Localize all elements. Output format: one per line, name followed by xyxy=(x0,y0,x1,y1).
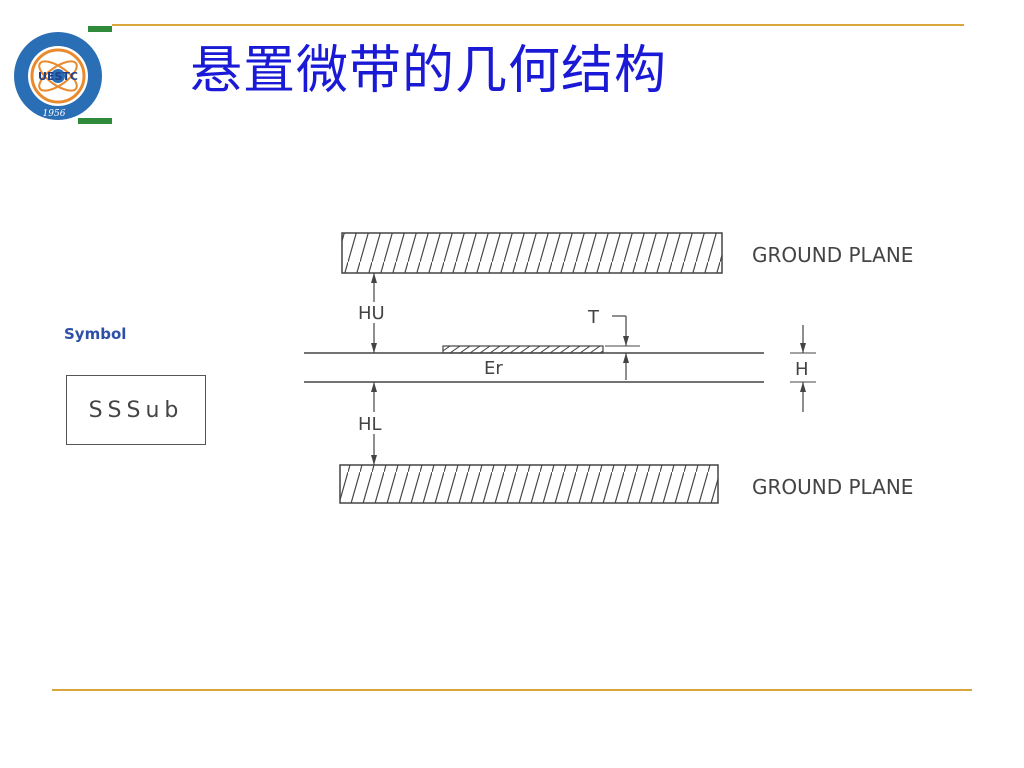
university-logo: UESTC 1956 xyxy=(10,26,112,124)
top-divider xyxy=(112,24,964,26)
suspended-microstrip-diagram: GROUND PLANE GROUND PLANE Er HU xyxy=(300,220,960,520)
top-ground-plane xyxy=(341,232,723,274)
symbol-heading: Symbol xyxy=(64,325,127,343)
hl-dimension xyxy=(371,382,377,465)
symbol-box-text: SSSub xyxy=(88,397,184,423)
hu-dimension xyxy=(371,273,377,353)
conductor-strip xyxy=(442,345,604,354)
page-title: 悬置微带的几何结构 xyxy=(190,41,668,101)
logo-accent-bar xyxy=(78,118,112,124)
er-label: Er xyxy=(484,358,503,379)
bottom-ground-plane-label: GROUND PLANE xyxy=(752,475,913,499)
symbol-box: SSSub xyxy=(66,375,206,445)
t-label: T xyxy=(587,307,600,328)
bottom-divider xyxy=(52,689,972,691)
substrate xyxy=(304,352,764,383)
top-ground-plane-label: GROUND PLANE xyxy=(752,243,913,267)
hu-label: HU xyxy=(358,303,385,324)
hl-label: HL xyxy=(358,414,382,435)
h-label: H xyxy=(795,359,809,380)
h-dimension xyxy=(790,325,816,412)
bottom-ground-plane xyxy=(339,464,719,504)
t-dimension xyxy=(605,315,640,380)
logo-text: UESTC xyxy=(38,70,78,83)
logo-year: 1956 xyxy=(43,109,66,119)
